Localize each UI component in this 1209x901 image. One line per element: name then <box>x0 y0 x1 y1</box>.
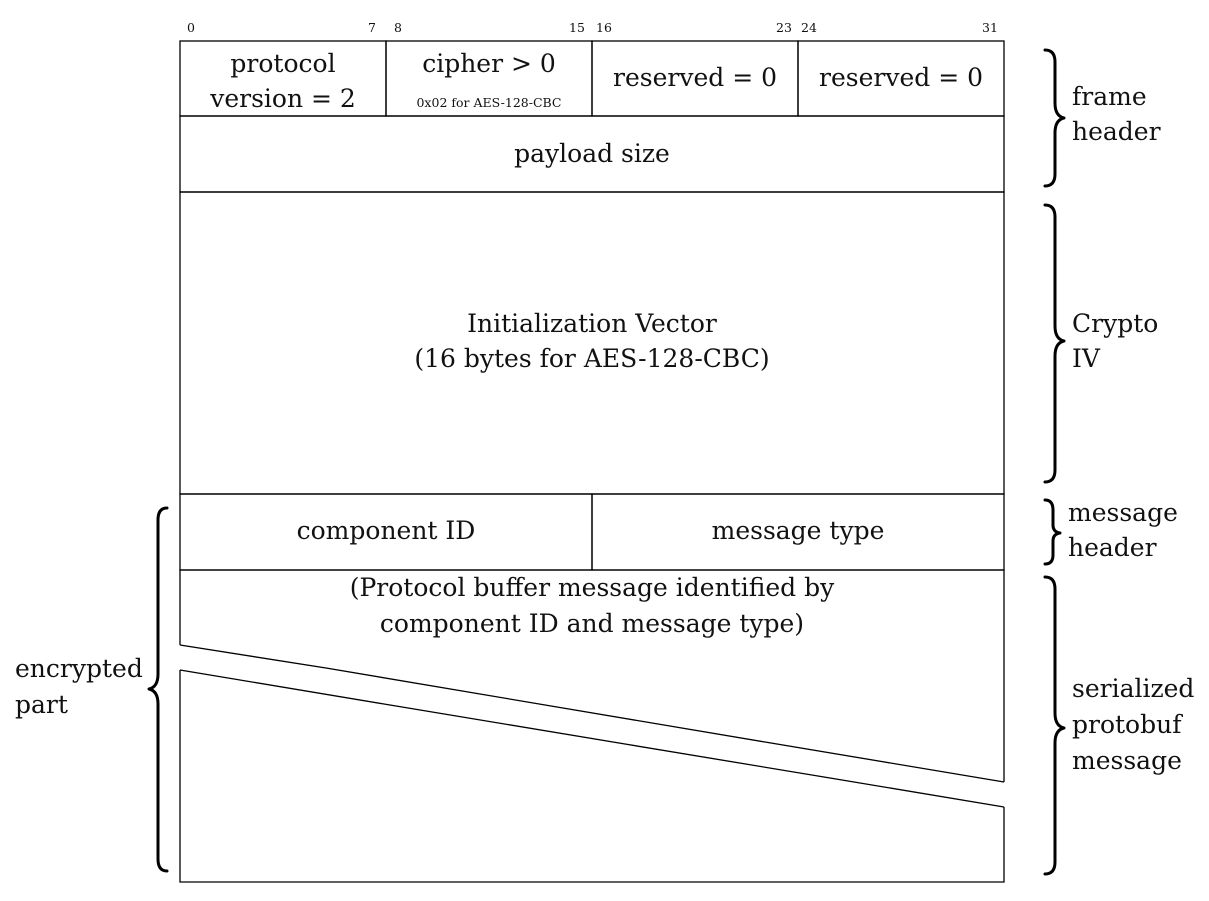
protobuf-upper-cut-edge <box>179 644 1005 783</box>
protobuf-label-line-1: (Protocol buffer message identified by <box>350 573 835 602</box>
serialized-label-line-3: message <box>1072 746 1182 775</box>
encrypted-part-label-line-1: encrypted <box>15 654 143 683</box>
message-header-brace <box>1043 498 1062 566</box>
message-header-label-line-2: header <box>1068 533 1157 562</box>
bit-tick-15: 15 <box>569 20 585 35</box>
protobuf-lower-outline <box>179 670 1005 883</box>
bit-tick-0: 0 <box>187 20 195 35</box>
frame-header-label-line-2: header <box>1072 117 1161 146</box>
bit-tick-16: 16 <box>596 20 612 35</box>
serialized-protobuf-brace <box>1043 575 1066 876</box>
bit-tick-23: 23 <box>776 20 792 35</box>
crypto-iv-label-line-1: Crypto <box>1072 309 1158 338</box>
encrypted-part-brace <box>147 506 169 873</box>
protobuf-upper-outline <box>179 569 1005 782</box>
iv-label-line-2: (16 bytes for AES-128-CBC) <box>414 344 769 373</box>
serialized-label-line-2: protobuf <box>1072 710 1183 739</box>
reserved-label-2: reserved = 0 <box>819 63 983 92</box>
message-type-label: message type <box>712 516 885 545</box>
component-id-label: component ID <box>297 516 476 545</box>
cipher-note: 0x02 for AES-128-CBC <box>416 95 561 110</box>
protocol-version-line-1: protocol <box>230 49 335 78</box>
iv-label-line-1: Initialization Vector <box>467 309 717 338</box>
payload-size-label: payload size <box>514 139 670 168</box>
iv-cell <box>179 191 1005 495</box>
protobuf-label-line-2: component ID and message type) <box>380 609 804 638</box>
bit-tick-7: 7 <box>368 20 376 35</box>
serialized-label-line-1: serialized <box>1072 674 1194 703</box>
crypto-iv-label-line-2: IV <box>1072 344 1101 373</box>
bit-tick-8: 8 <box>394 20 402 35</box>
cipher-label: cipher > 0 <box>422 49 556 78</box>
frame-header-brace <box>1043 48 1066 188</box>
crypto-iv-brace <box>1043 203 1066 484</box>
encrypted-part-label-line-2: part <box>15 690 68 719</box>
protobuf-lower-cut-edge <box>179 669 1005 808</box>
protocol-version-line-2: version = 2 <box>209 84 356 113</box>
frame-header-label-line-1: frame <box>1072 82 1147 111</box>
reserved-label-1: reserved = 0 <box>613 63 777 92</box>
message-header-label-line-1: message <box>1068 498 1178 527</box>
bit-tick-31: 31 <box>982 20 998 35</box>
bit-ticks: 0 7 8 15 16 23 24 31 <box>187 20 998 35</box>
bit-tick-24: 24 <box>801 20 817 35</box>
